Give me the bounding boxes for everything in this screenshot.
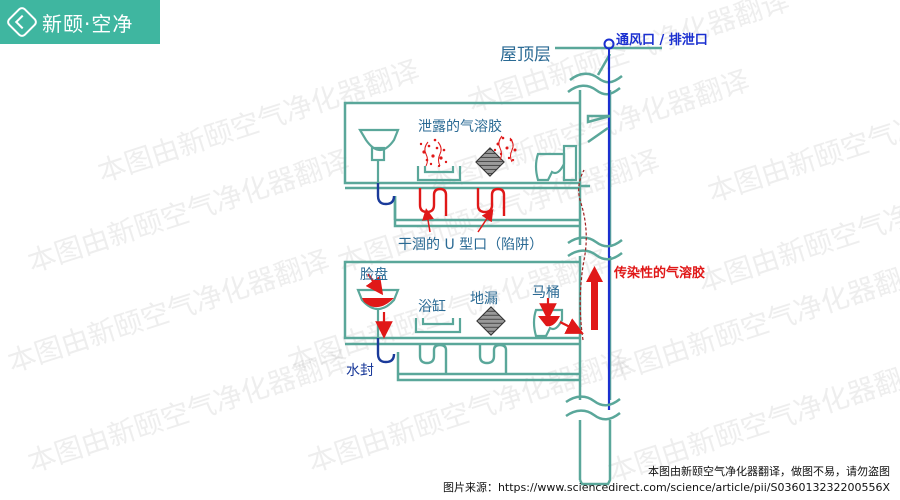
brand-name: 新颐·空净: [42, 11, 134, 36]
infectious-aerosol-label: 传染性的气溶胶: [614, 266, 706, 281]
vent-icon: [603, 38, 615, 56]
dry-trap-pointers: [422, 208, 494, 233]
upper-basin: [416, 166, 462, 182]
footer-note: 本图由新颐空气净化器翻译，做图不易，请勿盗图: [648, 465, 890, 478]
aerosol-leak-trail: [578, 169, 587, 341]
flow-arrows: [365, 273, 584, 339]
bathtub-label: 浴缸: [418, 299, 446, 315]
lower-bathtub: [414, 318, 462, 334]
water-seal-label: 水封: [346, 363, 374, 379]
upper-urinal: [358, 128, 400, 183]
basin-label: 脸盘: [360, 267, 388, 283]
lower-floor: [343, 260, 580, 382]
upper-water-seal-trap: [376, 183, 396, 206]
lower-water-seal-trap: [376, 338, 396, 364]
floor-drain-label: 地漏: [470, 291, 498, 307]
lower-floor-drain: [476, 306, 506, 336]
brand-logo: 新颐·空净: [0, 0, 160, 44]
upper-toilet: [534, 144, 578, 182]
footer-source: 图片来源：https://www.sciencedirect.com/scien…: [442, 481, 890, 494]
upper-dry-trap: [418, 187, 506, 216]
pipe-break: [565, 236, 623, 421]
roof-label: 屋顶层: [500, 45, 551, 65]
dry-trap-label: 干涸的 U 型口（陷阱）: [398, 237, 544, 253]
lower-toilet: [532, 308, 564, 338]
lower-traps: [418, 343, 508, 374]
leaked-aerosol-wisps: [424, 135, 514, 167]
toilet-label: 马桶: [532, 285, 560, 301]
lower-basin: [356, 288, 400, 338]
upper-floor: [343, 101, 611, 226]
leaked-aerosol-label: 泄露的气溶胶: [418, 119, 502, 135]
vent-label: 通风口 / 排泄口: [616, 33, 708, 48]
infectious-aerosol-arrow: [586, 266, 603, 330]
upper-floor-drain: [475, 147, 505, 177]
